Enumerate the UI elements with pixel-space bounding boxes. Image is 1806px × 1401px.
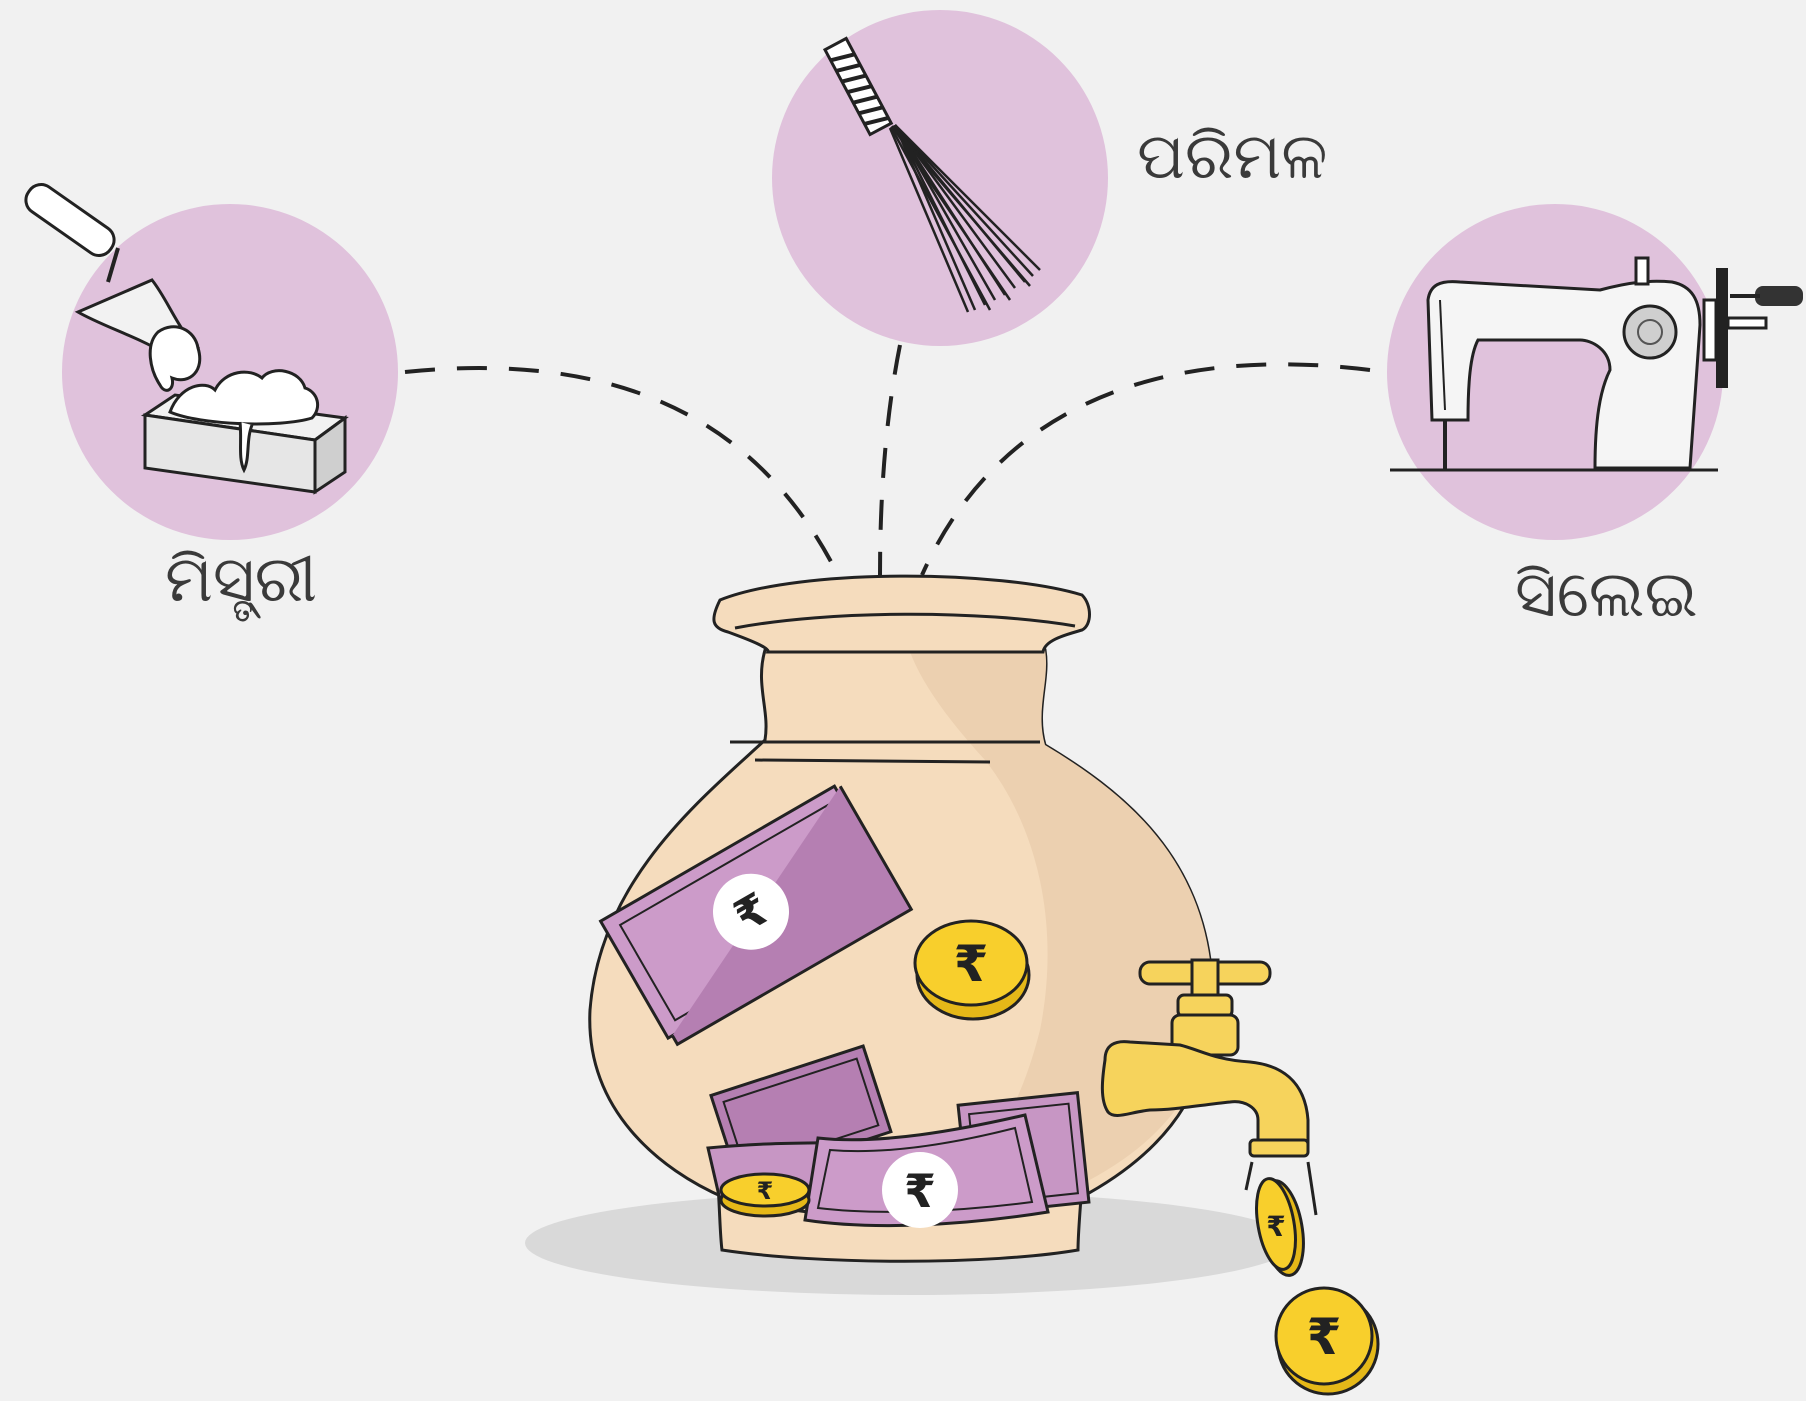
note-symbol-2: ₹ [904, 1164, 936, 1218]
coin-symbol-4: ₹ [1307, 1308, 1342, 1366]
mason-circle [62, 204, 398, 540]
connector-lines [405, 345, 1370, 575]
label-mason: ମିସ୍ତ୍ରୀ [165, 548, 317, 612]
coin-symbol-3: ₹ [1266, 1210, 1285, 1243]
sewing-machine-icon [1387, 204, 1803, 540]
connector-mason [405, 368, 838, 575]
label-cleaner: ପରିମଳ [1137, 125, 1327, 189]
connector-cleaner [880, 345, 900, 575]
coin-symbol-2: ₹ [757, 1177, 774, 1205]
coin-symbol-1: ₹ [954, 935, 989, 993]
connector-tailor [922, 364, 1370, 575]
trowel-cement-brick-icon [20, 179, 398, 540]
broom-icon [772, 10, 1108, 346]
label-tailor: ସିଲେଇ [1515, 563, 1698, 627]
